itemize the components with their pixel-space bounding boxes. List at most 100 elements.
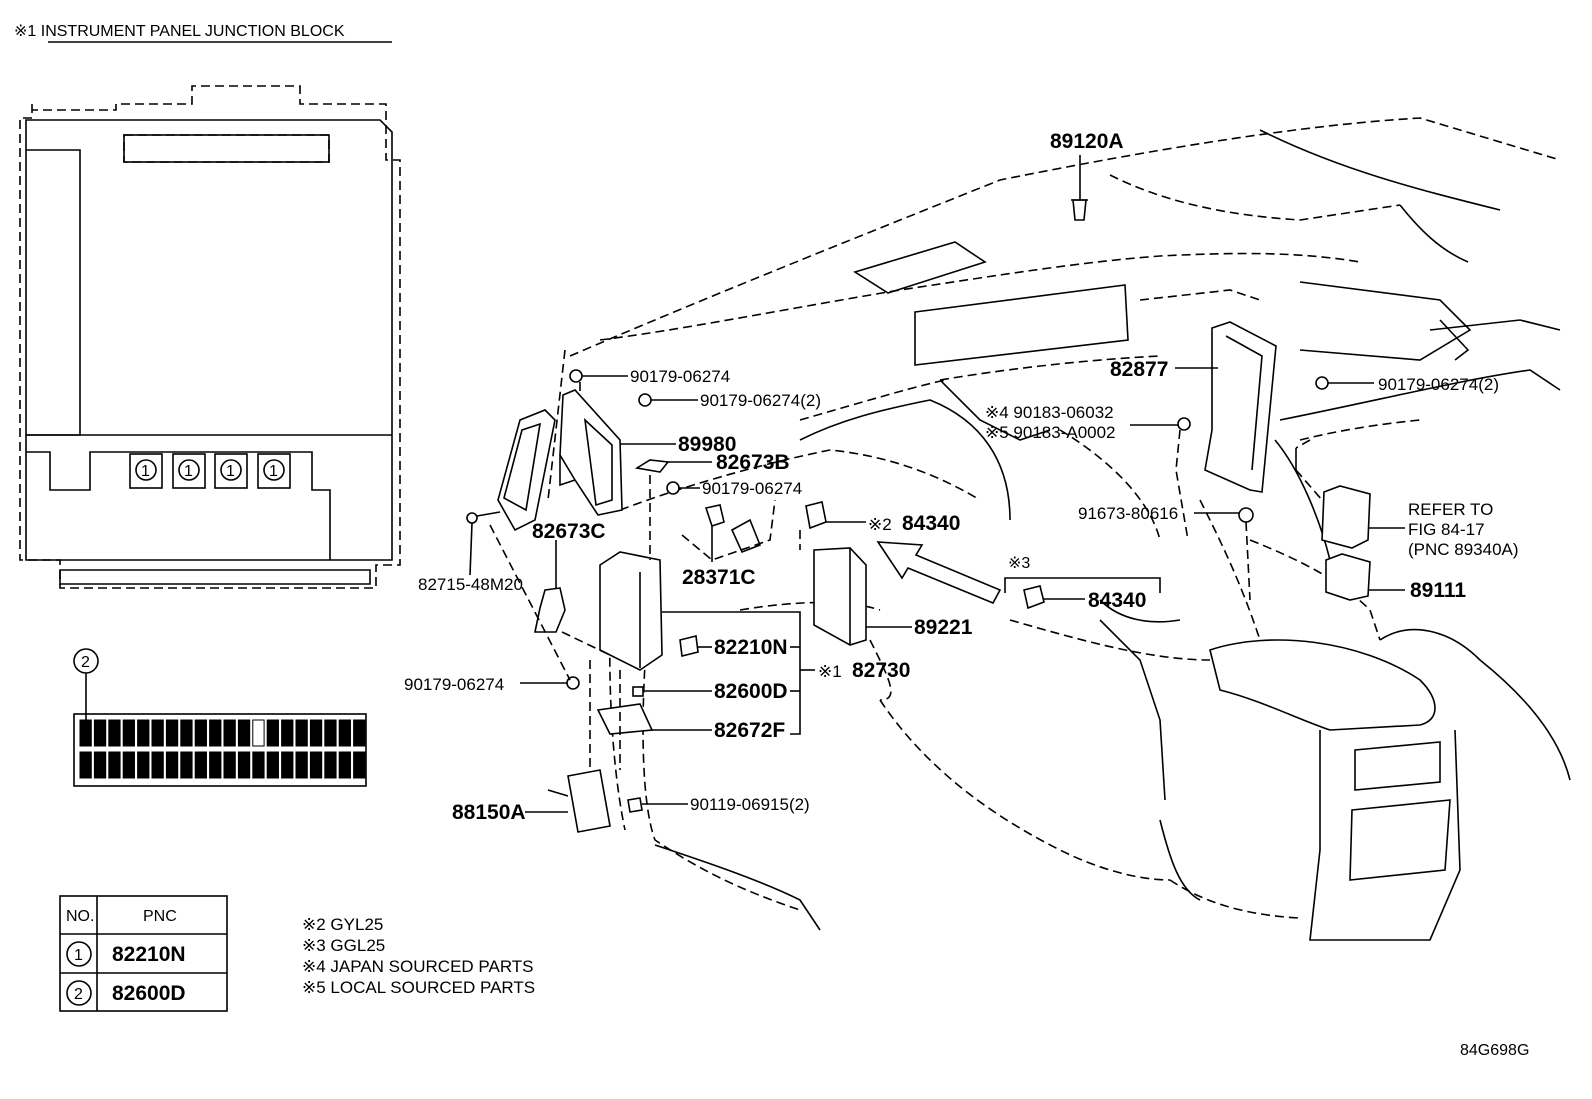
- callout-90179-06274-x2: 90179-06274(2): [700, 391, 821, 410]
- refer-to-line-3: (PNC 89340A): [1408, 540, 1519, 559]
- relay-slot: [338, 751, 352, 779]
- relay-slot: [223, 751, 236, 779]
- callout-82730-note: ※1: [818, 662, 842, 681]
- note-line: ※4 JAPAN SOURCED PARTS: [302, 957, 534, 976]
- figure-id: 84G698G: [1460, 1042, 1529, 1059]
- relay-slot: [151, 719, 164, 747]
- refer-to-line-1: REFER TO: [1408, 500, 1493, 519]
- callout-28371C: 28371C: [682, 566, 756, 589]
- callout-82730: 82730: [852, 659, 910, 682]
- relay-slot: [252, 751, 265, 779]
- callout-82673B: 82673B: [716, 451, 790, 474]
- relay-slot: [281, 719, 294, 747]
- callout-82877: 82877: [1110, 358, 1168, 381]
- relay-slot: [151, 751, 164, 779]
- note-line: ※3 GGL25: [302, 936, 385, 955]
- pnc-row-value: 82210N: [112, 943, 186, 966]
- relay-slot: [165, 719, 179, 747]
- leader-lines: [469, 155, 1405, 813]
- relay-slot: [165, 751, 179, 779]
- relay-slot: [209, 751, 222, 779]
- direction-arrow: [876, 541, 1002, 605]
- relay-slot: [237, 719, 251, 747]
- callout-90179-06274-d: 90179-06274(2): [1378, 375, 1499, 394]
- relay-slot: [180, 719, 193, 747]
- relay-slot: [266, 719, 280, 747]
- callout-90179-06274-b: 90179-06274: [702, 479, 802, 498]
- pnc-table: NO. PNC 1 2 82210N 82600D: [59, 895, 228, 1012]
- relay-slot: [237, 751, 251, 779]
- pnc-table-header-no: NO.: [66, 908, 94, 925]
- callout-89980: 89980: [678, 433, 736, 456]
- callout-90179-06274: 90179-06274: [630, 367, 730, 386]
- note-line: ※5 LOCAL SOURCED PARTS: [302, 978, 535, 997]
- callout-82715-48M20: 82715-48M20: [418, 575, 523, 594]
- pnc-row-no: 1: [74, 947, 83, 964]
- callout-82672F: 82672F: [714, 719, 785, 742]
- fuse-marker-label: 1: [141, 463, 150, 480]
- fuse-marker-circle: [178, 459, 200, 481]
- relay-slot: [209, 719, 222, 747]
- callout-82673C: 82673C: [532, 520, 606, 543]
- fuse-marker-circle: [220, 459, 242, 481]
- relay-slot: [137, 751, 150, 779]
- relay-slot: [194, 719, 207, 747]
- relay-slot: [266, 751, 280, 779]
- callout-84340-note: ※2: [868, 515, 892, 534]
- relay-slot: [108, 751, 121, 779]
- relay-slot: [338, 719, 352, 747]
- relay-slot: [324, 751, 337, 779]
- callout-84340-b: 84340: [1088, 589, 1146, 612]
- note-line: ※2 GYL25: [302, 915, 383, 934]
- relay-slot: [353, 719, 366, 747]
- callout-89120A: 89120A: [1050, 130, 1124, 153]
- relay-slot: [79, 719, 92, 747]
- relay-slot: [295, 719, 308, 747]
- callout-84340: 84340: [902, 512, 960, 535]
- relay-marker-label: 2: [81, 654, 90, 671]
- pnc-row-no: 2: [74, 986, 83, 1003]
- relay-slot: [252, 719, 265, 747]
- callout-90183-A0002: ※5 90183-A0002: [985, 423, 1116, 442]
- fuse-marker-circle: [135, 459, 157, 481]
- relay-slot: [180, 751, 193, 779]
- callout-90183-06032: ※4 90183-06032: [985, 403, 1114, 422]
- relay-slot: [122, 751, 135, 779]
- relay-slot: [295, 751, 308, 779]
- pnc-table-header-pnc: PNC: [143, 908, 177, 925]
- dashboard-outline: [569, 117, 1571, 941]
- relay-slot: [93, 751, 107, 779]
- fuse-marker-label: 1: [184, 463, 193, 480]
- callout-89111: 89111: [1410, 579, 1466, 602]
- junction-block-title: ※1 INSTRUMENT PANEL JUNCTION BLOCK: [14, 23, 345, 40]
- component-shapes: [466, 199, 1371, 833]
- callout-82600D: 82600D: [714, 680, 788, 703]
- relay-slot: [223, 719, 236, 747]
- callout-90119-06915: 90119-06915(2): [690, 795, 810, 814]
- fuse-marker-label: 1: [269, 463, 278, 480]
- callout-91673-80616: 91673-80616: [1078, 504, 1178, 523]
- relay-slot: [137, 719, 150, 747]
- relay-slot: [309, 751, 323, 779]
- relay-slot: [309, 719, 323, 747]
- relay-slot: [122, 719, 135, 747]
- relay-slot: [353, 751, 366, 779]
- fuse-marker-label: 1: [226, 463, 235, 480]
- relay-slot: [79, 751, 92, 779]
- relay-slot: [93, 719, 107, 747]
- relay-slot: [108, 719, 121, 747]
- callout-89221: 89221: [914, 616, 973, 639]
- junction-block-drawing: 1 1 1 1: [19, 85, 401, 589]
- callout-82210N: 82210N: [714, 636, 788, 659]
- relay-strip-drawing: 2: [73, 648, 367, 787]
- callout-84340-b-note: ※3: [1008, 555, 1030, 572]
- relay-slot: [281, 751, 294, 779]
- callout-90179-06274-c: 90179-06274: [404, 675, 504, 694]
- callout-88150A: 88150A: [452, 801, 526, 824]
- relay-slot: [324, 719, 337, 747]
- pnc-row-value: 82600D: [112, 982, 186, 1005]
- fuse-marker-circle: [263, 459, 285, 481]
- relay-slot: [194, 751, 207, 779]
- refer-to-line-2: FIG 84-17: [1408, 520, 1485, 539]
